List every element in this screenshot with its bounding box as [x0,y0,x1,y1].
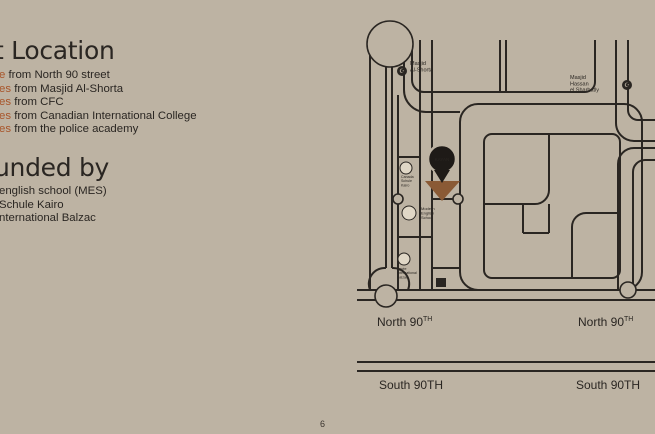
school-icon [397,252,411,266]
location-heading: t Location [0,36,115,65]
location-item: es from CFC [0,96,197,110]
location-text: from Masjid Al-Shorta [11,82,124,95]
distance-value: es [0,96,12,109]
svg-text:☪: ☪ [399,68,404,75]
project-marker[interactable]: KAYAN [425,143,460,201]
mosque-icon: ☪ [397,66,407,76]
svg-text:☪: ☪ [624,82,629,89]
location-text: from North 90 street [5,69,110,81]
location-text: from the police academy [11,123,139,136]
location-item: e from North 90 street [0,69,197,83]
location-item: es from Masjid Al-Shorta [0,83,197,97]
location-item: es from Canadian International College [0,110,197,124]
road-south-right-label: South 90TH [576,378,640,392]
location-item: es from the police academy [0,123,197,137]
road-south-left-label: South 90TH [379,378,443,392]
surroundings-item: english school (MES) [0,185,107,197]
road-north-right-label: North 90TH [578,315,633,329]
surroundings-heading: unded by [0,153,110,182]
distance-value: es [0,123,12,136]
distance-value: e [0,69,6,81]
road-north-left-label: North 90TH [377,315,432,329]
distance-value: es [0,109,12,122]
location-text: from CFC [11,96,64,109]
mosque-icon: ☪ [622,80,632,90]
location-text: from Canadian International College [11,109,197,122]
school-icon [401,205,417,221]
page-number: 6 [320,419,326,429]
map-building [436,278,446,287]
distance-value: es [0,82,12,95]
project-logo: KAYAN [435,157,450,162]
surroundings-item: Schule Kairo [0,198,64,211]
surroundings-item: nternational Balzac [0,212,96,225]
school-icon [399,161,413,175]
